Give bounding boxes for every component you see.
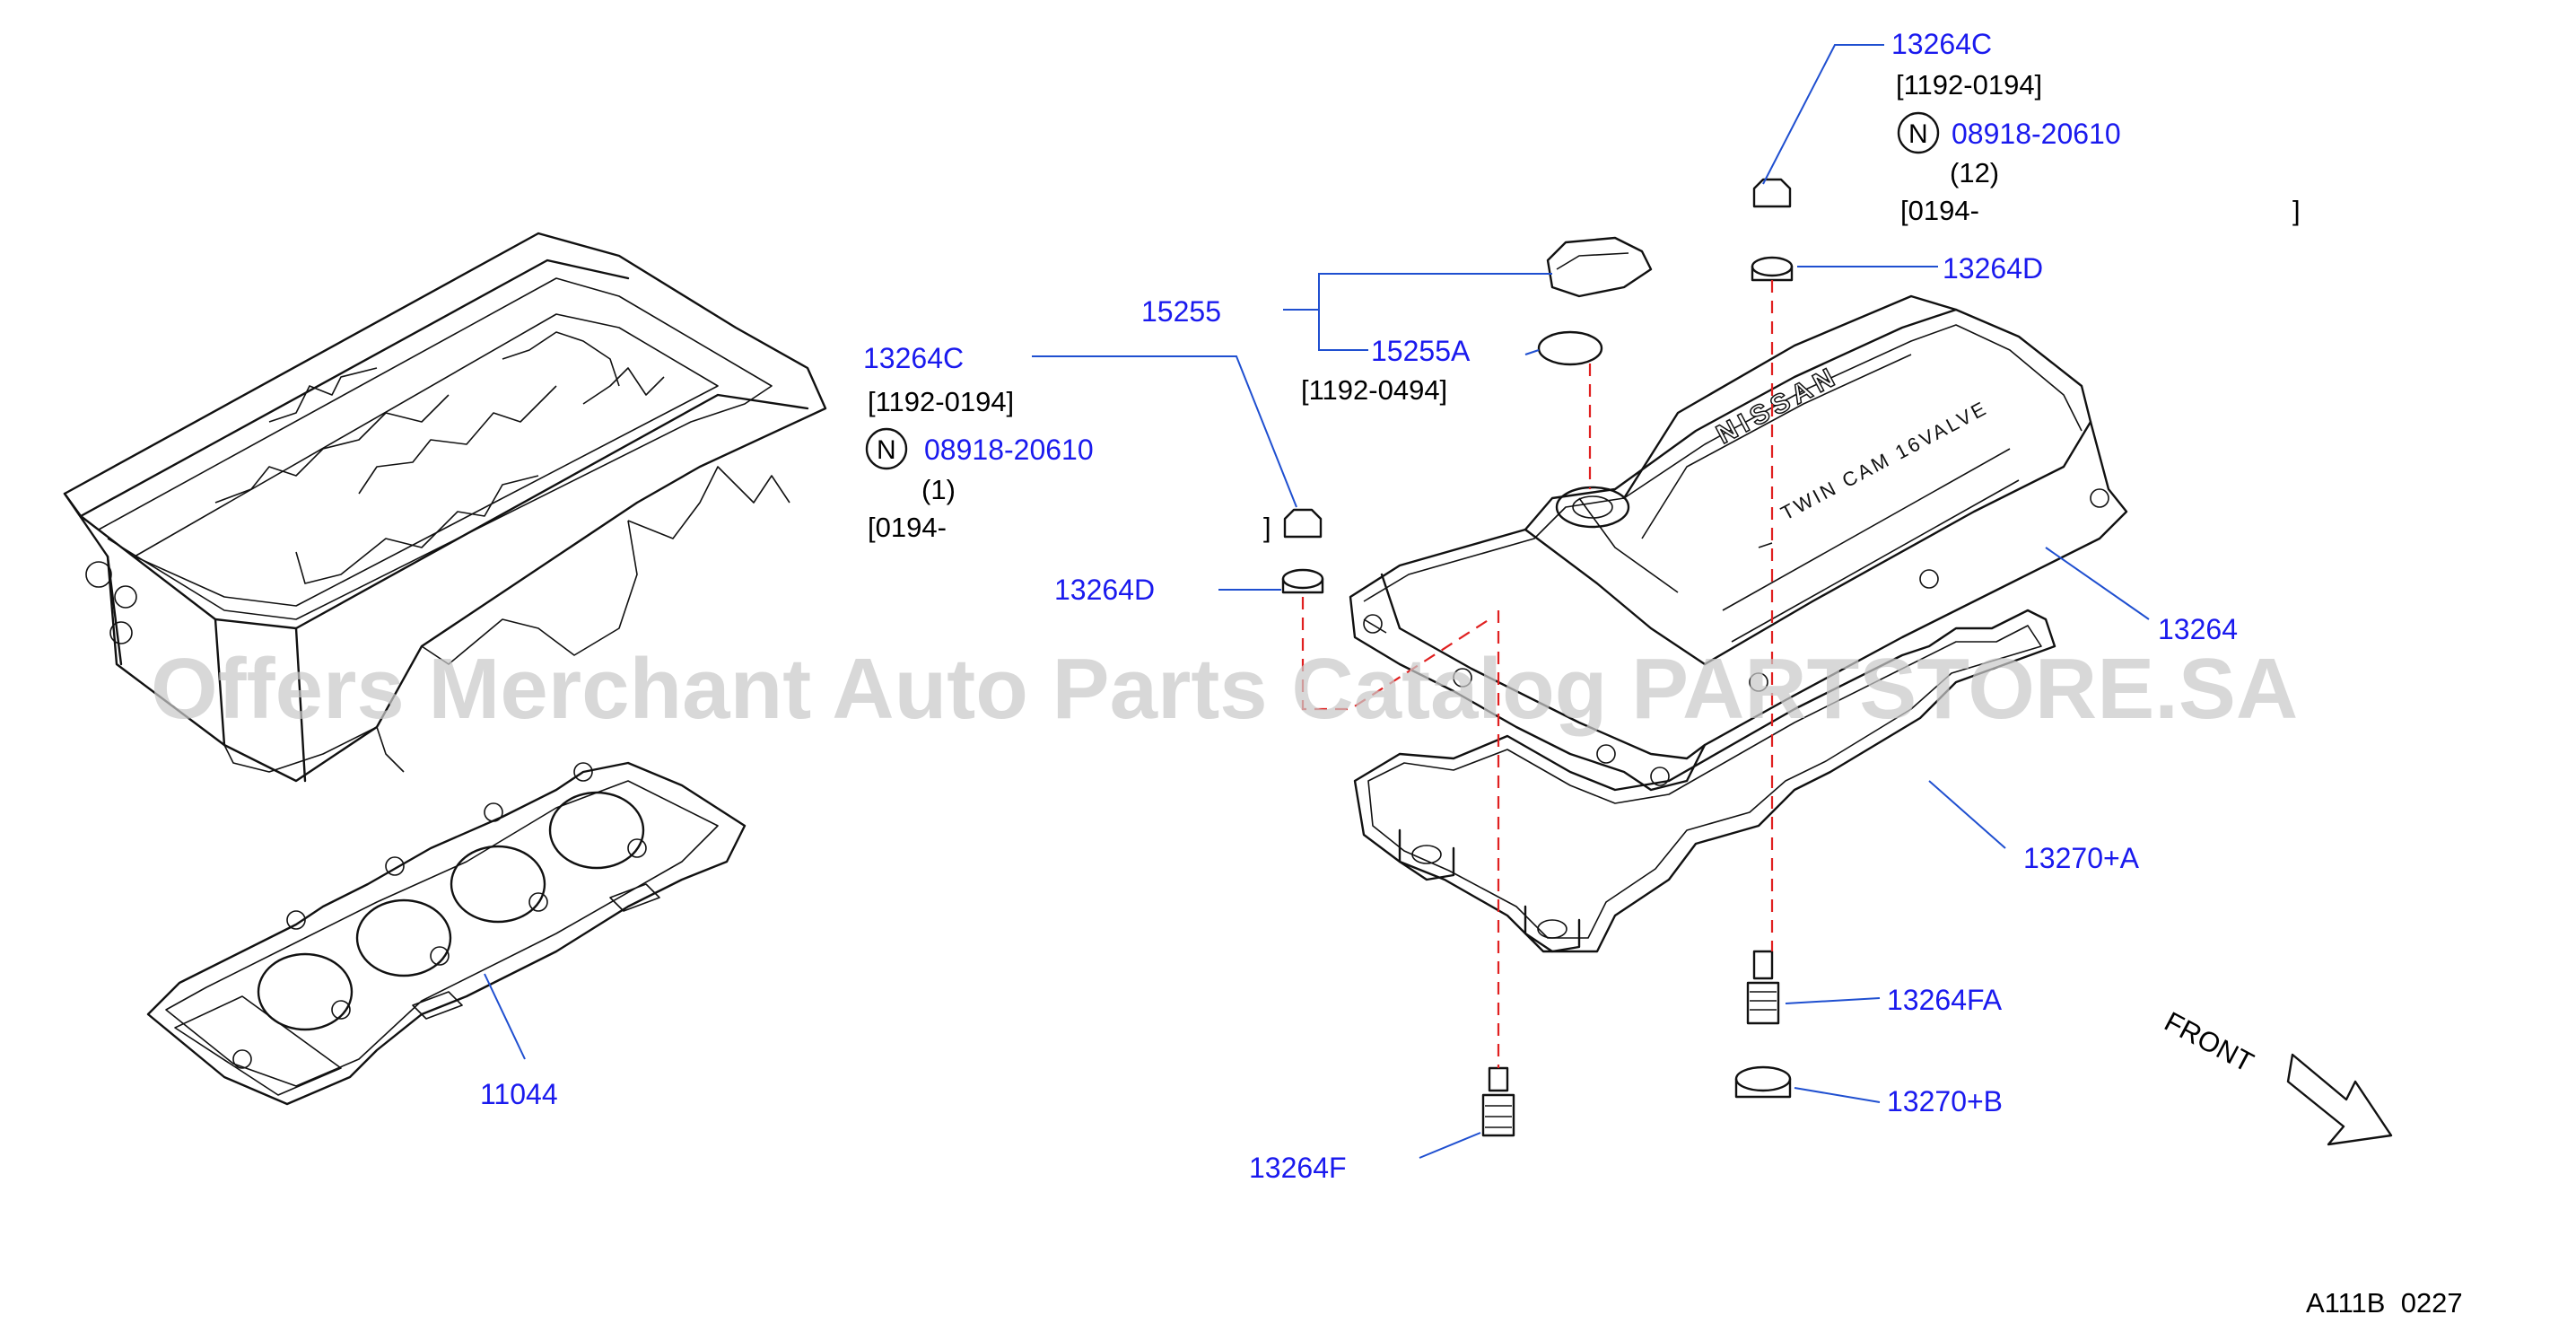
front-label: FRONT <box>2160 1005 2259 1078</box>
part-13264D-top[interactable]: 13264D <box>1943 252 2043 285</box>
labels: 13264C [1192-0194] N 08918-20610 (12) [0… <box>480 28 2463 1319</box>
leader-lines <box>484 44 2150 1159</box>
part-13264C-left-range2-close: ] <box>1263 512 1271 543</box>
part-11044[interactable]: 11044 <box>480 1078 558 1110</box>
cover-gasket-drawing <box>1353 609 2056 953</box>
n-symbol-top <box>1897 111 1940 154</box>
part-15255A[interactable]: 15255A <box>1371 335 1471 367</box>
part-13264[interactable]: 13264 <box>2158 613 2238 645</box>
cover-engine-text: TWIN CAM 16VALVE <box>1777 396 1992 524</box>
n-symbol-left <box>865 427 908 470</box>
part-13264C-top-range: [1192-0194] <box>1896 69 2042 101</box>
cover-brand-text: NISSAN <box>1712 361 1844 450</box>
part-13270A[interactable]: 13270+A <box>2023 842 2140 874</box>
part-15255[interactable]: 15255 <box>1141 295 1221 328</box>
part-13264C-left-qty: (1) <box>921 474 956 505</box>
n-symbol-top-text: N <box>1908 119 1928 149</box>
part-13264C-left-range: [1192-0194] <box>868 386 1014 417</box>
n-symbol-left-text: N <box>877 435 896 465</box>
part-13264FA[interactable]: 13264FA <box>1887 984 2003 1016</box>
stud-bolt-drawing <box>1734 950 1792 1099</box>
part-13264F[interactable]: 13264F <box>1249 1152 1347 1184</box>
nut-left-drawing <box>1281 508 1324 594</box>
part-13270B[interactable]: 13270+B <box>1887 1085 2003 1117</box>
drawing-code: A111B 0227 <box>2306 1287 2463 1319</box>
part-08918-20610-top[interactable]: 08918-20610 <box>1952 118 2121 150</box>
part-13264C-top-qty: (12) <box>1950 157 1999 188</box>
part-13264C-top[interactable]: 13264C <box>1891 28 1992 60</box>
head-gasket-drawing <box>146 761 747 1106</box>
part-08918-20610-left[interactable]: 08918-20610 <box>924 434 1094 466</box>
part-15255A-range: [1192-0494] <box>1301 374 1447 406</box>
watermark: Offers Merchant Auto Parts Catalog PARTS… <box>151 641 2298 737</box>
assembly-lines <box>1301 280 1774 1068</box>
cylinder-head-drawing <box>63 232 827 783</box>
front-arrow-icon <box>2286 1053 2393 1146</box>
part-13264C-top-range2: [0194- <box>1900 195 1979 226</box>
stud-bolt-lower-drawing <box>1481 1066 1515 1137</box>
nut-top-drawing <box>1751 178 1794 282</box>
oil-filler-cap-drawing <box>1537 236 1653 366</box>
part-13264C-left-range2: [0194- <box>868 512 947 543</box>
part-13264D-left[interactable]: 13264D <box>1054 574 1155 606</box>
part-13264C-left[interactable]: 13264C <box>863 342 964 374</box>
part-13264C-top-range2-close: ] <box>2292 195 2301 226</box>
